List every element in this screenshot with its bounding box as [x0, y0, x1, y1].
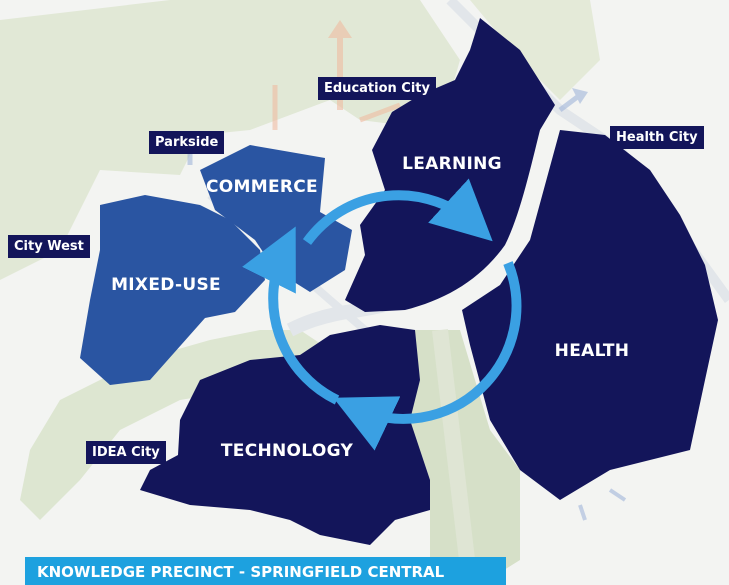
road-south: [432, 329, 478, 585]
zone-label-health: HEALTH: [555, 341, 630, 361]
parkland-north: [0, 0, 460, 280]
zone-label-mixed-use: MIXED-USE: [111, 275, 221, 295]
location-tag-idea-city: IDEA City: [86, 441, 166, 464]
zone-mixed-use: [80, 195, 265, 385]
location-tag-parkside: Parkside: [149, 131, 225, 154]
zone-label-technology: TECHNOLOGY: [221, 441, 354, 461]
location-tag-city-west: City West: [8, 235, 90, 258]
zone-health: [462, 130, 718, 500]
location-tag-education-city: Education City: [318, 77, 436, 100]
parkland-ne: [470, 0, 600, 100]
zone-label-learning: LEARNING: [402, 154, 502, 174]
zone-commerce: [200, 145, 352, 292]
zone-technology: [140, 325, 430, 545]
location-tag-health-city: Health City: [610, 126, 704, 149]
circular-arrows-icon: [242, 178, 522, 451]
zone-label-commerce: COMMERCE: [206, 177, 318, 197]
zone-learning: [345, 18, 555, 312]
precinct-title-banner: KNOWLEDGE PRECINCT - SPRINGFIELD CENTRAL: [25, 557, 506, 585]
